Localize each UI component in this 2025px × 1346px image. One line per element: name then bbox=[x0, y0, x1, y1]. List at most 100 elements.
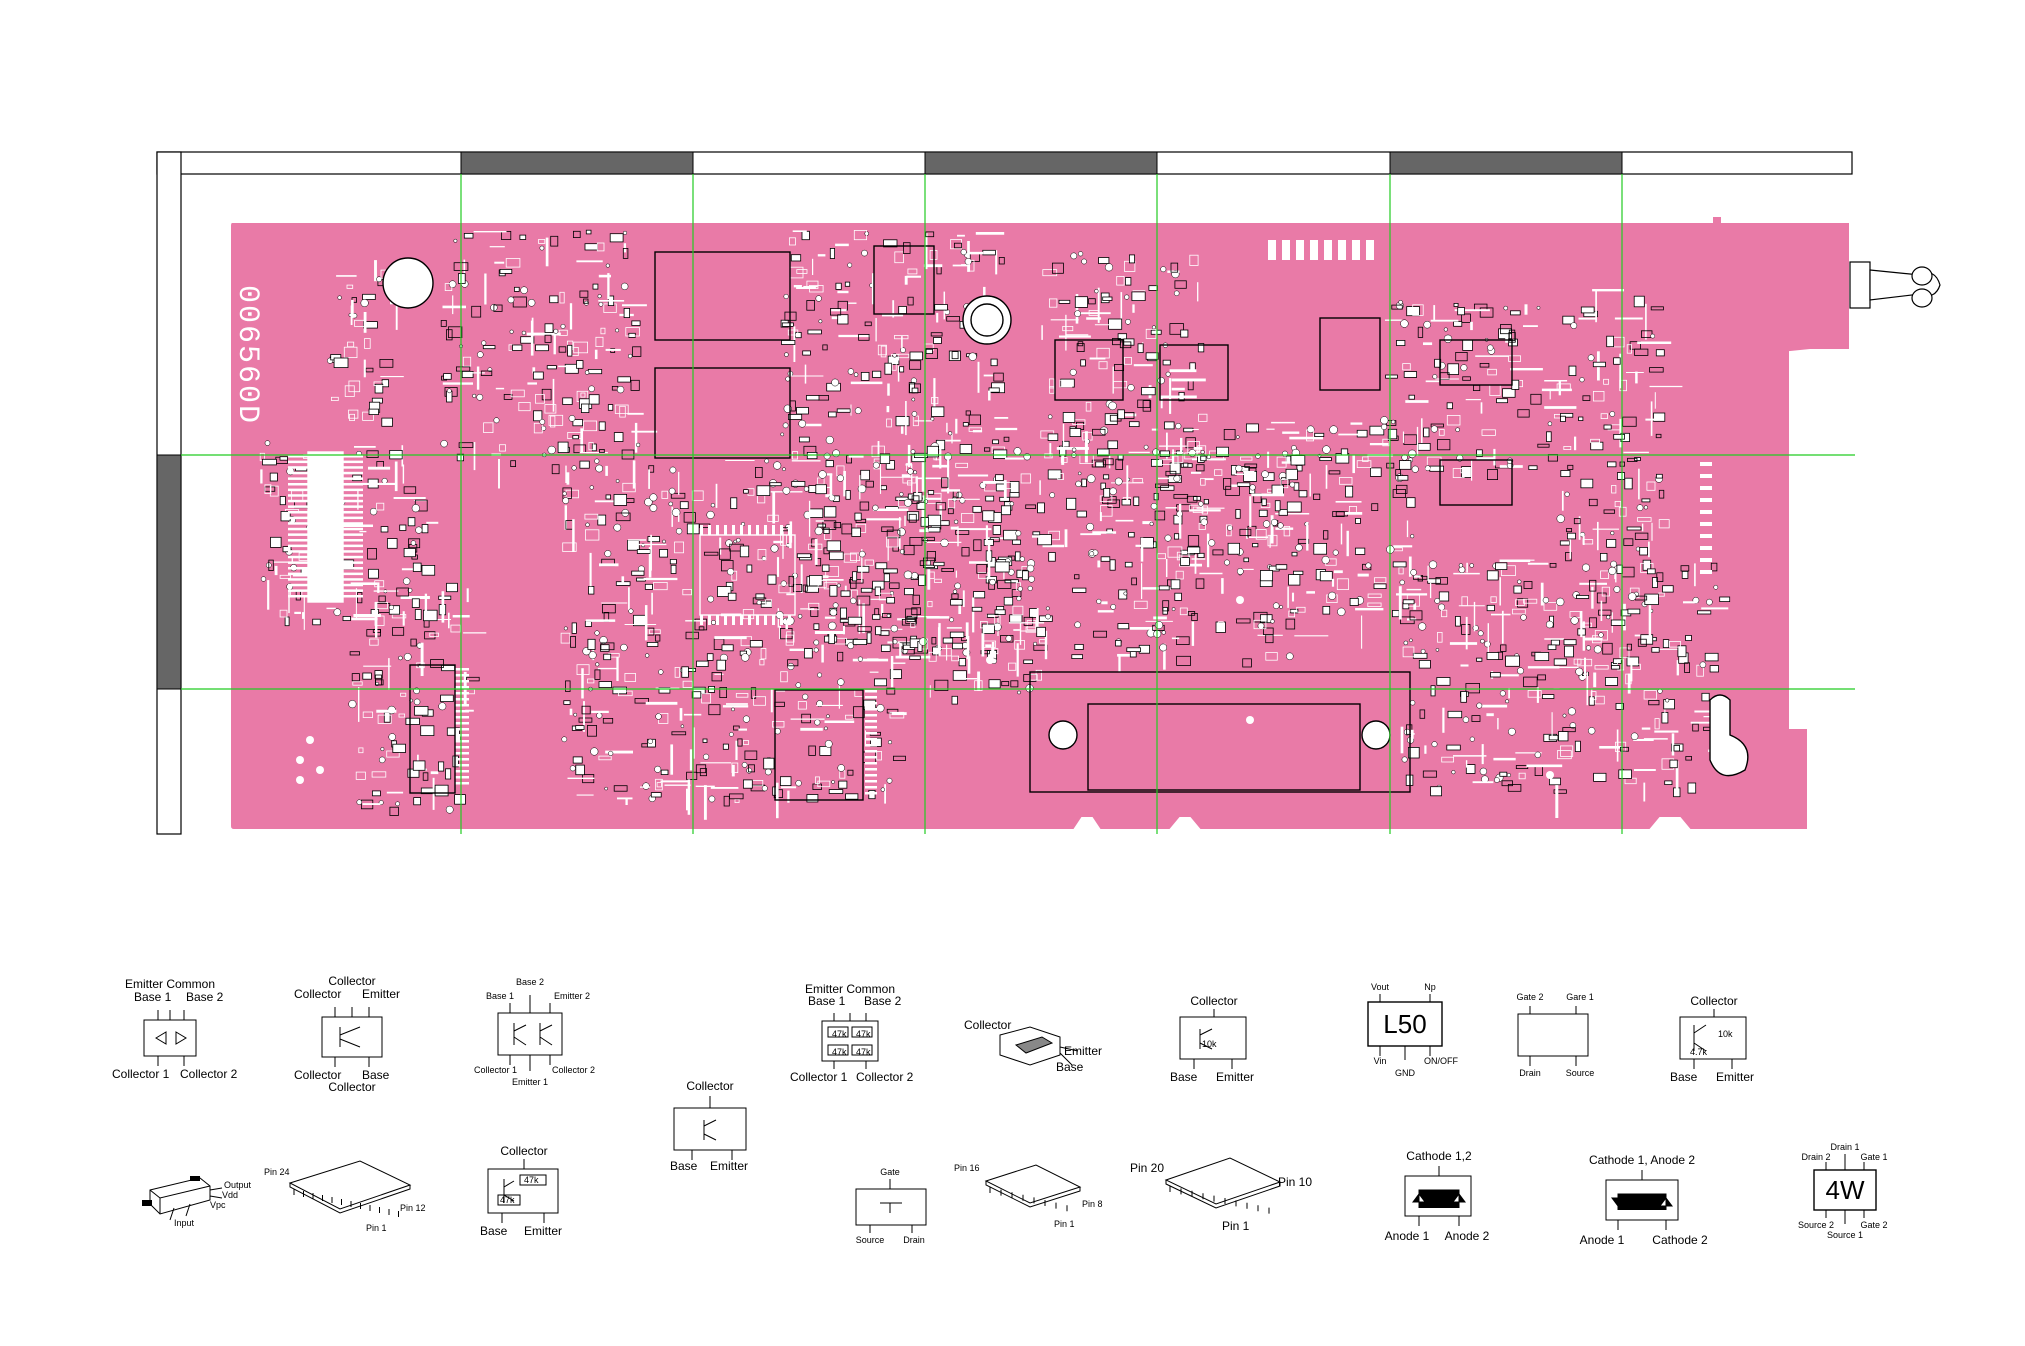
pkg-label: 47k bbox=[856, 1029, 871, 1039]
pkg-label: Vin bbox=[1373, 1056, 1387, 1066]
pkg-label: Base 1 bbox=[486, 991, 515, 1001]
pkg-label: Collector 2 bbox=[552, 1065, 596, 1075]
pkg-label: Pin 1 bbox=[1054, 1219, 1075, 1229]
pkg-label: Anode 1 bbox=[1384, 1229, 1430, 1243]
pkg-label: Collector 1 bbox=[790, 1070, 848, 1084]
package-dpak-transistor: Collector Emitter Base bbox=[960, 1015, 1110, 1085]
pkg-label: Emitter Common bbox=[804, 982, 896, 996]
pkg-label: ON/OFF bbox=[1424, 1056, 1458, 1066]
pkg-label: Drain bbox=[903, 1235, 925, 1245]
package-digital-transistor-10k: Collector 10k Base Emitter bbox=[1160, 995, 1270, 1085]
package-jfet: Gate Source Drain bbox=[840, 1165, 940, 1245]
pkg-label: Pin 16 bbox=[954, 1163, 980, 1173]
pkg-label: Input bbox=[174, 1218, 195, 1228]
pkg-label: Source 2 bbox=[1797, 1220, 1835, 1230]
pkg-label: 47k bbox=[832, 1047, 847, 1057]
pkg-label: Base bbox=[480, 1224, 508, 1238]
package-regulator-l50: Vout Np L50 Vin GND ON/OFF bbox=[1350, 980, 1460, 1080]
pkg-label: Gare 1 bbox=[1566, 992, 1594, 1002]
pkg-label: Drain 2 bbox=[1801, 1152, 1831, 1162]
pkg-label: Cathode 1,2 bbox=[1406, 1149, 1472, 1163]
pkg-label: 4.7k bbox=[1690, 1047, 1708, 1057]
pkg-label: Gate 2 bbox=[1860, 1220, 1888, 1230]
pkg-label: 47k bbox=[856, 1047, 871, 1057]
pkg-label: Collector bbox=[686, 1079, 734, 1093]
pkg-label: Cathode 2 bbox=[1652, 1233, 1708, 1247]
package-dual-transistor-common-emitter: Emitter Common Base 1 Base 2 Collector 1… bbox=[110, 977, 250, 1081]
package-sot23-transistor: Collector Base Emitter bbox=[660, 1079, 770, 1173]
pkg-label: Collector bbox=[294, 1068, 342, 1082]
pkg-label: Emitter Common bbox=[124, 977, 216, 991]
pkg-label: 4W bbox=[1825, 1175, 1865, 1205]
package-dual-fet-4w: Drain 1 Drain 2 Gate 1 4W Source 2 Gate … bbox=[1790, 1140, 1900, 1240]
board-number: 006560D bbox=[230, 285, 264, 425]
pkg-label: Pin 20 bbox=[1130, 1161, 1165, 1175]
switch-lever bbox=[1849, 261, 1941, 309]
pkg-label: 10k bbox=[1718, 1029, 1733, 1039]
frame bbox=[156, 151, 1853, 835]
pkg-label: Collector bbox=[328, 1080, 376, 1094]
pkg-label: L50 bbox=[1383, 1009, 1427, 1039]
package-ic-20pin: Pin 20 Pin 10 Pin 1 bbox=[1130, 1150, 1320, 1235]
edge-connector-top bbox=[1268, 240, 1374, 260]
pkg-label: Emitter bbox=[1064, 1044, 1103, 1058]
pcb-outline bbox=[229, 215, 1851, 831]
pkg-label: Base 2 bbox=[864, 994, 902, 1008]
package-dual-gate-fet: Gate 2 Gare 1 Drain Source bbox=[1500, 990, 1610, 1085]
pkg-label: 47k bbox=[832, 1029, 847, 1039]
pkg-label: Source bbox=[1565, 1068, 1595, 1078]
pkg-label: Base bbox=[1170, 1070, 1198, 1084]
pkg-label: Pin 10 bbox=[1278, 1175, 1313, 1189]
pkg-label: Base 2 bbox=[515, 977, 545, 987]
pkg-label: Output bbox=[224, 1180, 252, 1190]
package-digital-transistor-10k-4k7: Collector 10k 4.7k Base Emitter bbox=[1660, 995, 1770, 1085]
package-transistor-array: Collector Collector Emitter Collector Ba… bbox=[290, 974, 430, 1094]
pkg-label: Pin 1 bbox=[1222, 1219, 1250, 1233]
pkg-label: Collector 2 bbox=[180, 1067, 238, 1081]
pkg-label: Emitter 2 bbox=[554, 991, 591, 1001]
package-ic-24pin: Pin 24 Pin 12 Pin 1 bbox=[260, 1155, 440, 1235]
pkg-label: Source 1 bbox=[1826, 1230, 1864, 1240]
pkg-label: Collector bbox=[294, 987, 342, 1001]
pkg-label: Collector bbox=[1190, 994, 1238, 1008]
pkg-label: Pin 12 bbox=[400, 1203, 426, 1213]
pkg-label: Emitter bbox=[710, 1159, 749, 1173]
pkg-label: Drain bbox=[1519, 1068, 1541, 1078]
pkg-label: Collector 2 bbox=[856, 1070, 914, 1084]
package-dual-diode-series: Cathode 1, Anode 2 Anode 1 Cathode 2 bbox=[1580, 1150, 1710, 1250]
pkg-label: Collector bbox=[964, 1018, 1012, 1032]
pkg-label: Source bbox=[855, 1235, 885, 1245]
pkg-label: Emitter bbox=[524, 1224, 563, 1238]
pkg-label: Base bbox=[362, 1068, 390, 1082]
pkg-label: Collector bbox=[500, 1144, 548, 1158]
package-digital-transistor-array: Emitter Common Base 1 Base 2 Collector 1… bbox=[780, 982, 920, 1085]
pkg-label: Gate 1 bbox=[1860, 1152, 1888, 1162]
pkg-label: Vdd bbox=[222, 1190, 239, 1200]
pkg-label: Gate bbox=[880, 1167, 900, 1177]
pkg-label: Anode 1 bbox=[1579, 1233, 1625, 1247]
pkg-label: Base bbox=[670, 1159, 698, 1173]
pkg-label: 47k bbox=[524, 1175, 539, 1185]
pkg-label: Emitter bbox=[1716, 1070, 1755, 1084]
major-components bbox=[307, 245, 1749, 801]
pkg-label: Collector bbox=[328, 974, 376, 988]
pkg-label: Emitter bbox=[362, 987, 401, 1001]
package-digital-transistor-47k: Collector 47k 47k Base Emitter bbox=[470, 1145, 580, 1240]
pkg-label: Base 1 bbox=[134, 990, 172, 1004]
pkg-label: Emitter 1 bbox=[511, 1077, 549, 1087]
package-ic-16pin: Pin 16 Pin 8 Pin 1 bbox=[950, 1155, 1120, 1235]
pkg-label: Gate 2 bbox=[1516, 992, 1544, 1002]
pkg-label: Cathode 1, Anode 2 bbox=[1588, 1153, 1696, 1167]
pkg-label: Base bbox=[1670, 1070, 1698, 1084]
pkg-label: Drain 1 bbox=[1830, 1142, 1860, 1152]
pkg-label: Emitter bbox=[1216, 1070, 1255, 1084]
pkg-label: Anode 2 bbox=[1444, 1229, 1490, 1243]
pkg-label: Base 2 bbox=[186, 990, 224, 1004]
pkg-label: Pin 24 bbox=[264, 1167, 290, 1177]
pkg-label: GND bbox=[1395, 1068, 1415, 1078]
pkg-label: Collector 1 bbox=[474, 1065, 518, 1075]
package-dual-diode-common-cathode: Cathode 1,2 Anode 1 Anode 2 bbox=[1385, 1150, 1495, 1245]
pkg-label: Pin 8 bbox=[1082, 1199, 1103, 1209]
pkg-label: Vout bbox=[1370, 982, 1390, 992]
pkg-label: Base bbox=[1056, 1060, 1084, 1074]
